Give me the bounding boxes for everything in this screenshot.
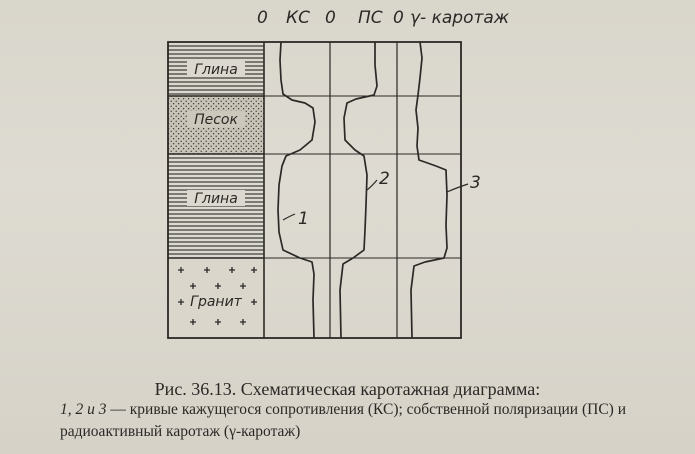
ks-zero-label: 0	[257, 8, 268, 28]
layer-label-sand: Песок	[194, 112, 238, 128]
layer-label-clay-2: Глина	[194, 191, 238, 207]
curve-3-leader	[446, 183, 469, 193]
curve-2-label: 2	[379, 169, 390, 189]
curve-3-label: 3	[470, 173, 481, 193]
curve-2-leader	[366, 179, 378, 191]
curve-2-ps	[339, 42, 378, 339]
layer-label-granite: Гранит	[190, 294, 243, 310]
ps-header: ПС	[358, 8, 383, 28]
ps-zero-label: 0	[325, 8, 336, 28]
caption-title: Рис. 36.13. Схематическая каротажная диа…	[154, 379, 541, 399]
caption-line-2: 1, 2 и 3 — кривые кажущегося сопротивлен…	[60, 401, 690, 419]
caption-line-3: радиоактивный каротаж (γ-каротаж)	[60, 423, 301, 440]
curve-3-gamma	[410, 41, 448, 339]
chart-grid	[167, 41, 462, 339]
curve-1-label: 1	[298, 209, 309, 229]
layer-label-clay-1: Глина	[194, 62, 238, 78]
caption-curve-numbers: 1, 2 и 3	[60, 401, 107, 418]
granite-pattern	[178, 267, 257, 325]
lithology-column: Глина Песок Глина Гранит	[168, 42, 264, 338]
gamma-header: γ- каротаж	[410, 8, 510, 28]
caption-line-2-text: — кривые кажущегося сопротивления (КС); …	[106, 401, 626, 418]
ks-header: КС	[286, 8, 310, 28]
logging-diagram: Глина Песок Глина Гранит 1 2 3	[167, 41, 481, 339]
curve-1-ks	[277, 41, 316, 339]
gamma-zero-label: 0	[393, 8, 404, 28]
curve-1-leader	[282, 213, 296, 221]
